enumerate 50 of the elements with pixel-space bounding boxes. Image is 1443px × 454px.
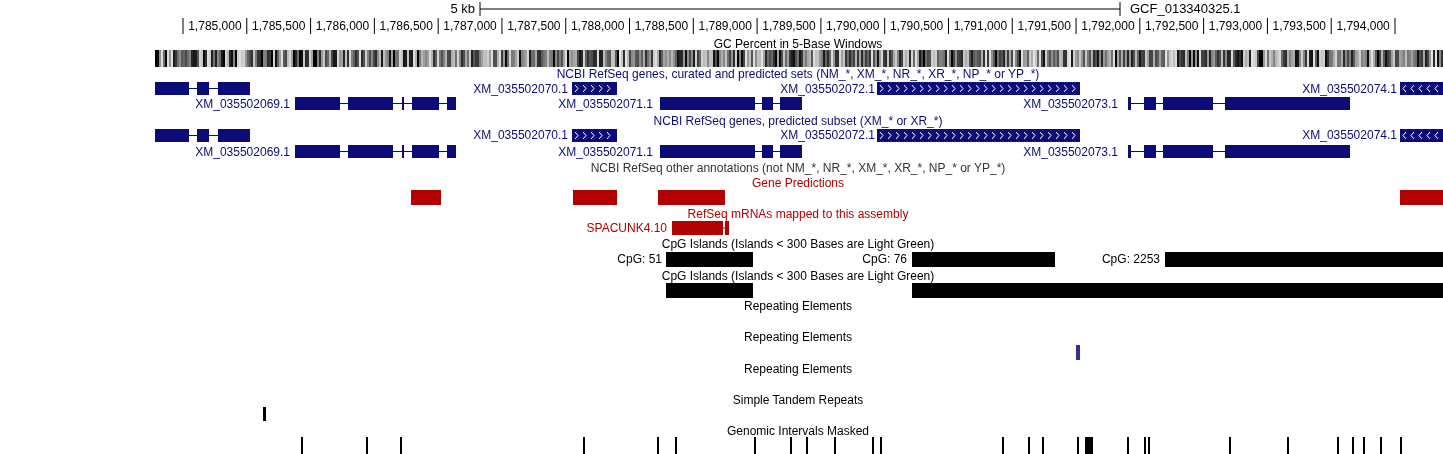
track-title: Repeating Elements: [743, 299, 853, 313]
scale-label: 5 kb: [450, 2, 475, 16]
coordinate-label: 1,789,000: [698, 19, 752, 33]
coordinate-label: 1,787,500: [507, 19, 561, 33]
track-title: Genomic Intervals Masked: [726, 424, 870, 438]
coordinate-label: 1,793,500: [1272, 19, 1326, 33]
gene-name: XM_035502070.1: [473, 128, 568, 142]
gene-name: XM_035502071.1: [558, 145, 653, 159]
track-title: Gene Predictions: [751, 176, 845, 190]
coordinate-label: 1,786,500: [379, 19, 433, 33]
feature-name: CpG: 2253: [1101, 252, 1160, 266]
feature-name: SPACUNK4.10: [586, 221, 667, 235]
coordinate-label: 1,792,500: [1145, 19, 1199, 33]
feature-name: CpG: 76: [862, 252, 907, 266]
coordinate-label: 1,794,000: [1336, 19, 1390, 33]
coordinate-label: 1,792,000: [1081, 19, 1135, 33]
gene-name: XM_035502073.1: [1023, 97, 1118, 111]
feature-name: CpG: 51: [617, 252, 662, 266]
track-title: NCBI RefSeq genes, predicted subset (XM_* or XR_*): [653, 114, 943, 128]
gene-name: XM_035502074.1: [1302, 128, 1397, 142]
coordinate-label: 1,791,000: [953, 19, 1008, 33]
coordinate-label: 1,785,000: [188, 19, 242, 33]
coordinate-label: 1,787,000: [443, 19, 497, 33]
track-title: GC Percent in 5-Base Windows: [713, 37, 883, 51]
track-title: RefSeq mRNAs mapped to this assembly: [687, 207, 909, 221]
coordinate-label: 1,786,000: [315, 19, 370, 33]
track-title: CpG Islands (Islands < 300 Bases are Light Green): [661, 237, 935, 251]
gene-name: XM_035502072.1: [780, 128, 875, 142]
coordinate-label: 1,790,000: [826, 19, 880, 33]
coordinate-label: 1,789,500: [762, 19, 816, 33]
coordinate-label: 1,790,500: [889, 19, 944, 33]
coordinate-label: 1,788,500: [634, 19, 689, 33]
gene-name: XM_035502070.1: [473, 82, 568, 96]
coordinate-label: 1,785,500: [252, 19, 306, 33]
track-title: Repeating Elements: [743, 330, 853, 344]
coordinate-label: 1,793,000: [1208, 19, 1263, 33]
coordinate-label: 1,791,500: [1017, 19, 1071, 33]
gene-name: XM_035502069.1: [195, 145, 290, 159]
track-title: Simple Tandem Repeats: [732, 393, 864, 407]
track-title: CpG Islands (Islands < 300 Bases are Light Green): [661, 269, 935, 283]
gene-name: XM_035502073.1: [1023, 145, 1118, 159]
gene-name: XM_035502071.1: [558, 97, 653, 111]
coordinate-label: 1,788,000: [570, 19, 625, 33]
gene-name: XM_035502069.1: [195, 97, 290, 111]
gene-name: XM_035502074.1: [1302, 82, 1397, 96]
assembly-label: GCF_013340325.1: [1130, 2, 1241, 16]
track-title: Repeating Elements: [743, 362, 853, 376]
track-title: NCBI RefSeq genes, curated and predicted sets (NM_*, XM_*, NR_*, XR_*, NP_* or YP_*): [556, 67, 1040, 81]
gene-name: XM_035502072.1: [780, 82, 875, 96]
track-title: NCBI RefSeq other annotations (not NM_*, NR_*, XM_*, XR_*, NP_* or YP_*): [590, 161, 1006, 175]
